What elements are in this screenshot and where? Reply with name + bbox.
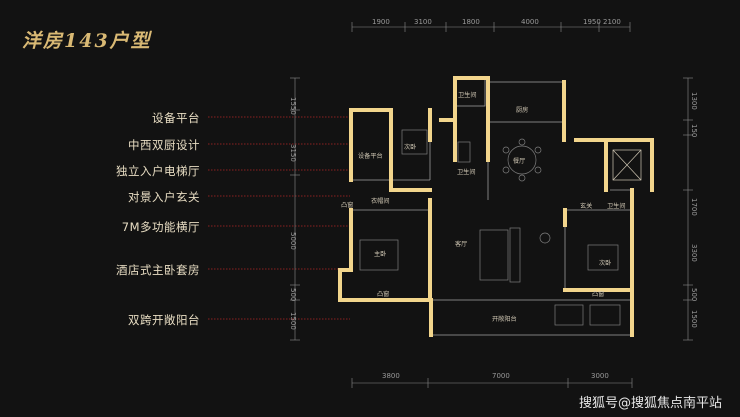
left-dim-label: 3150 (289, 144, 297, 162)
room-label: 衣帽间 (371, 197, 390, 205)
room-label: 开敞阳台 (492, 315, 517, 323)
room-label: 卫生间 (607, 202, 626, 210)
top-dimension-line (351, 22, 631, 32)
feature-label: 中西双厨设计 (128, 138, 200, 152)
plan-title: 洋房143户型 (22, 30, 152, 52)
feature-label: 双跨开敞阳台 (128, 313, 200, 327)
room-label: 凸窗 (592, 290, 604, 298)
top-dim-label: 1800 (462, 18, 480, 26)
room-label: 卫生间 (458, 91, 477, 99)
furniture (359, 129, 621, 326)
bottom-dimension-line (351, 378, 633, 388)
room-label: 凸窗 (377, 290, 389, 298)
room-label: 凸窗 (341, 201, 353, 209)
left-dim-label: 1500 (289, 312, 297, 330)
room-label: 次卧 (599, 259, 611, 267)
right-dim-label: 1700 (690, 198, 698, 216)
feature-label: 设备平台 (152, 111, 200, 125)
feature-label: 酒店式主卧套房 (116, 263, 200, 277)
top-dim-label: 2100 (603, 18, 621, 26)
right-dim-label: 1500 (690, 310, 698, 328)
left-dim-label: 500 (289, 288, 297, 301)
feature-label: 独立入户电梯厅 (116, 164, 200, 178)
walls (338, 76, 654, 337)
top-dim-label: 4000 (521, 18, 539, 26)
room-label: 客厅 (455, 240, 467, 248)
room-label: 设备平台 (358, 152, 383, 160)
left-dim-label: 1550 (289, 97, 297, 115)
left-dim-label: 5000 (289, 232, 297, 250)
right-dim-label: 500 (690, 288, 698, 301)
right-dim-label: 3300 (690, 244, 698, 262)
watermark: 搜狐号@搜狐焦点南平站 (578, 396, 722, 411)
top-dim-label: 1950 (583, 18, 601, 26)
right-dimension-line (683, 77, 693, 341)
right-dim-label: 150 (690, 124, 698, 137)
room-label: 卫生间 (457, 168, 476, 176)
room-label: 主卧 (374, 250, 386, 258)
room-label: 玄关 (580, 202, 592, 210)
bottom-dim-label: 7000 (492, 372, 510, 380)
top-dim-label: 1900 (372, 18, 390, 26)
left-dimension-line (290, 77, 300, 341)
top-dim-label: 3100 (414, 18, 432, 26)
room-label: 次卧 (404, 143, 416, 151)
elevator-icon (612, 149, 642, 181)
room-label: 厨房 (516, 106, 528, 114)
bottom-dim-label: 3800 (382, 372, 400, 380)
bottom-dim-label: 3000 (591, 372, 609, 380)
room-label: 餐厅 (513, 157, 525, 165)
leader-lines (208, 116, 350, 320)
feature-label: 7M多功能横厅 (121, 220, 200, 234)
right-dim-label: 1300 (690, 92, 698, 110)
feature-label: 对景入户玄关 (128, 190, 200, 204)
